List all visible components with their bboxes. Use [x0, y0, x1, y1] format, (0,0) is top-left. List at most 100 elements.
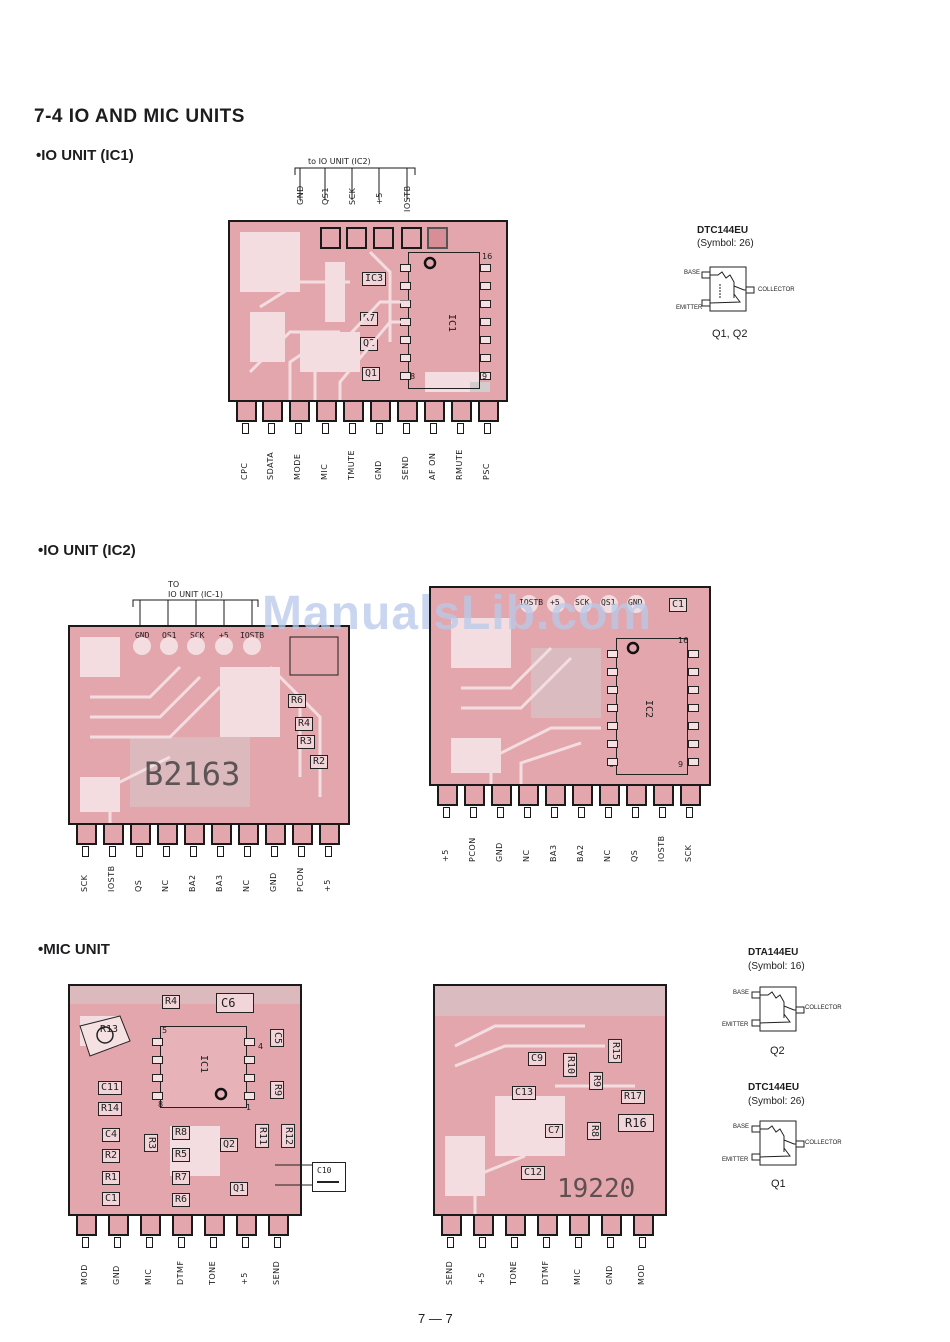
io-ic2-r4: R4: [295, 717, 314, 731]
io-ic2-right-bottom-pin-9: IOSTB: [657, 835, 666, 862]
dtc-bottom-collector: COLLECTOR: [805, 1140, 842, 1146]
io-ic1-bottom-pin-1: CPC: [240, 462, 249, 481]
io-ic1-heading: IO UNIT (IC1): [36, 147, 134, 164]
mic-c10-box: C10: [312, 1162, 346, 1192]
mic-left-r2: R2: [102, 1149, 121, 1163]
dtc-bottom-symbol: (Symbol: 26): [748, 1096, 805, 1107]
io-ic1-top-pin-2: QS1: [321, 187, 330, 205]
mic-right-r17: R17: [621, 1090, 646, 1104]
mic-left-r7: R7: [172, 1171, 191, 1185]
io-ic2-left-bottom-pin-9: PCON: [296, 867, 305, 892]
mic-left-r3: R3: [144, 1133, 159, 1153]
io-ic2-right-top-pin-2: +5: [550, 598, 560, 607]
dta-collector: COLLECTOR: [805, 1005, 842, 1011]
mic-left-c6: C6: [216, 993, 255, 1013]
dtc-bottom-part: DTC144EU: [748, 1082, 800, 1093]
mic-left-c10: C10: [317, 1166, 332, 1175]
dtc-top-ref: Q1, Q2: [712, 328, 748, 340]
io-ic2-bracket: [132, 599, 259, 627]
mic-right-bottom-pin-7: MOD: [637, 1264, 646, 1285]
mic-left-r1: R1: [102, 1171, 121, 1185]
mic-left-c11: C11: [98, 1081, 123, 1095]
mic-left-r9: R9: [270, 1080, 285, 1100]
watermark: ManualsLib.com: [262, 587, 653, 640]
mic-left-r8: R8: [172, 1126, 191, 1140]
io-ic2-left-top-pin-5: IOSTB: [240, 631, 265, 640]
io-ic2-right-bottom-pin-2: PCON: [468, 837, 477, 862]
mic-left-bottom-pin-4: DTMF: [176, 1260, 185, 1285]
io-ic2-left-top-pin-3: SCK: [190, 631, 205, 640]
dtc-top-symbol: (Symbol: 26): [697, 238, 754, 249]
io-ic2-top-note-2: IO UNIT (IC-1): [168, 590, 223, 599]
mic-left-q1: Q1: [230, 1182, 249, 1196]
mic-left-board: R4 C6 R13 C5 C11 R14 C4 R2 R1 C1 R3 R8 R…: [68, 984, 302, 1216]
mic-right-r15: R15: [608, 1038, 623, 1064]
mic-left-pin-1: 1: [246, 1103, 252, 1112]
io-ic2-top-note-1: TO: [168, 580, 180, 589]
mic-left-r11: R11: [255, 1123, 270, 1149]
io-ic2-right-bottom-pin-5: BA3: [549, 844, 558, 862]
io-ic2-right-bottom-pin-6: BA2: [576, 844, 585, 862]
io-ic1-top-note: to IO UNIT (IC2): [308, 157, 371, 166]
mic-left-pin-8: 8: [158, 1100, 164, 1109]
io-ic1-r7: R7: [360, 312, 379, 326]
mic-left-pin-4: 4: [258, 1042, 264, 1051]
mic-right-c13: C13: [512, 1086, 537, 1100]
mic-left-r4: R4: [162, 995, 181, 1009]
io-ic2-right-bottom-pin-10: SCK: [684, 844, 693, 862]
mic-right-bottom-pin-1: SEND: [445, 1260, 454, 1285]
page-number: 7 — 7: [418, 1311, 453, 1326]
io-ic1-pin-8: 8: [410, 372, 416, 381]
mic-right-r8: R8: [587, 1121, 602, 1141]
io-ic1-pin-9: 9: [482, 372, 488, 381]
io-ic2-right-top-pin-3: SCK: [575, 598, 590, 607]
io-ic2-ic2-label: IC2: [643, 699, 655, 719]
dta-symbol: (Symbol: 16): [748, 961, 805, 972]
io-ic2-right-bottom-pin-7: NC: [603, 849, 612, 862]
mic-left-c5: C5: [270, 1028, 285, 1048]
mic-left-r6: R6: [172, 1193, 191, 1207]
mic-left-r5: R5: [172, 1148, 191, 1162]
page-title: 7-4 IO AND MIC UNITS: [34, 106, 245, 127]
mic-right-board-marking: 19220: [557, 1174, 636, 1204]
dtc-bottom-transistor-icon: [751, 1120, 805, 1166]
io-ic1-bottom-pin-4: MIC: [320, 463, 329, 480]
io-ic1-bottom-pin-7: SEND: [401, 455, 410, 480]
mic-right-bottom-pin-2: +5: [477, 1272, 486, 1285]
io-ic2-left-bottom-pin-7: NC: [242, 879, 251, 892]
io-ic2-left-board: GND QS1 SCK +5 IOSTB R6 R4 R3 R2 B2163: [68, 625, 350, 825]
mic-left-ic1: IC1: [198, 1054, 210, 1074]
io-ic1-ic3: IC3: [362, 272, 387, 286]
mic-left-bottom-pin-6: +5: [240, 1272, 249, 1285]
io-ic2-left-bottom-pin-6: BA3: [215, 874, 224, 892]
mic-left-bottom-pin-3: MIC: [144, 1268, 153, 1285]
io-ic2-pin-9: 9: [678, 760, 684, 769]
dtc-bottom-base: BASE: [733, 1124, 750, 1130]
mic-right-r9: R9: [589, 1071, 604, 1091]
io-ic1-top-pin-4: +5: [375, 192, 384, 205]
io-ic2-pin-16: 16: [678, 636, 689, 645]
mic-left-c1: C1: [102, 1192, 121, 1206]
io-ic1-bottom-pin-2: SDATA: [266, 451, 275, 480]
io-ic2-right-bottom-pin-1: +5: [441, 849, 450, 862]
mic-left-c4: C4: [102, 1128, 121, 1142]
mic-left-bottom-pin-5: TONE: [208, 1260, 217, 1285]
io-ic2-right-top-pin-1: IOSTB: [519, 598, 544, 607]
mic-right-r16: R16: [618, 1114, 654, 1132]
io-ic1-board: IC1 16 8 9 IC3 R7 Q1 Q2: [228, 220, 508, 402]
io-ic2-left-top-pin-1: GND: [135, 631, 150, 640]
dta-emitter: EMITTER: [722, 1022, 749, 1028]
io-ic2-left-top-pin-4: +5: [219, 631, 229, 640]
mic-left-bottom-pin-2: GND: [112, 1265, 121, 1285]
mic-left-r12: R12: [281, 1123, 296, 1149]
io-ic2-c1: C1: [669, 598, 688, 612]
io-ic2-r6: R6: [288, 694, 307, 708]
io-ic1-top-pin-5: IOSTB: [403, 185, 412, 212]
dta-ref: Q2: [770, 1045, 785, 1057]
io-ic2-left-bottom-pin-10: +5: [323, 879, 332, 892]
io-ic2-r3: R3: [297, 735, 316, 749]
io-ic2-left-top-pin-2: QS1: [162, 631, 177, 640]
dta-part: DTA144EU: [748, 947, 799, 958]
dtc-top-emitter: EMITTER: [676, 305, 703, 311]
io-ic2-heading: IO UNIT (IC2): [38, 542, 136, 559]
